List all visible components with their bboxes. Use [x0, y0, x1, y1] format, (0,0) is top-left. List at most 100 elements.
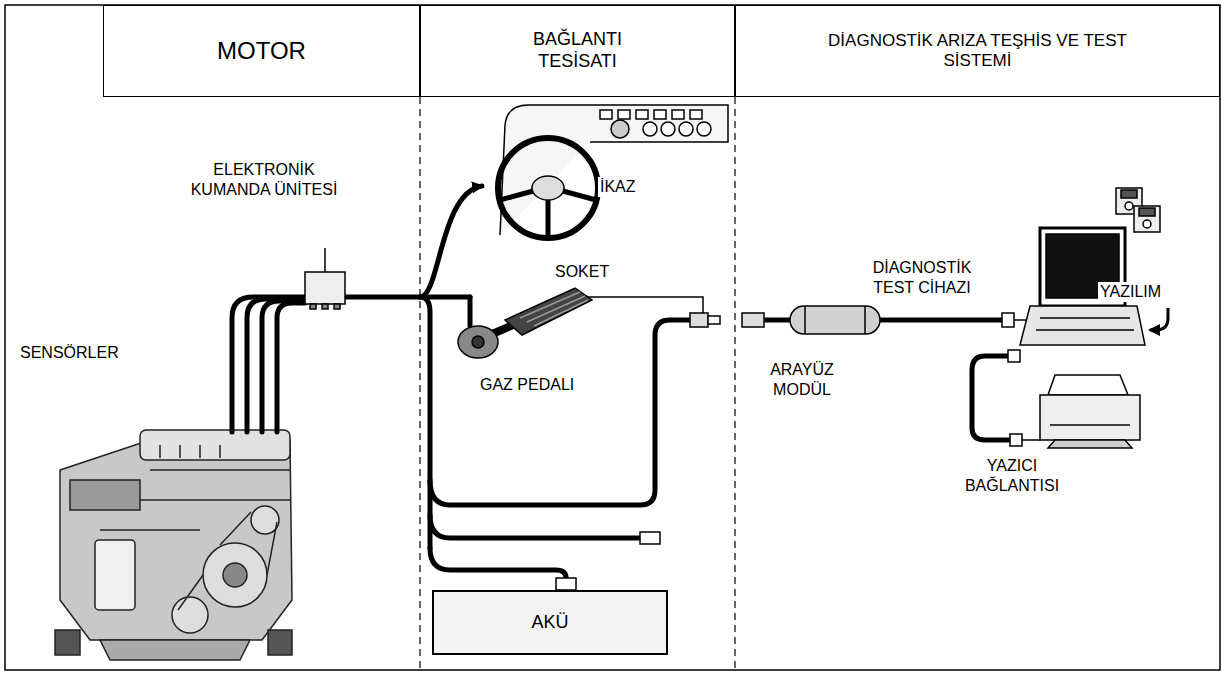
- engine-illustration-part: [60, 440, 292, 640]
- header-cell: BAĞLANTI TESİSATI: [420, 5, 735, 97]
- engine-illustration-part: [203, 543, 267, 607]
- software-disk-illustration: [1116, 188, 1160, 232]
- socket-illustration-part: [708, 316, 720, 324]
- interface-module-illustration-part: [742, 313, 764, 327]
- software-disk-illustration-part: [1125, 202, 1133, 210]
- wiring-harness-part: [277, 303, 305, 432]
- battery-terminal: [556, 578, 576, 590]
- interface-module-illustration-part: [864, 306, 866, 334]
- wiring-harness-part: [232, 297, 305, 432]
- battery-box: AKÜ: [432, 590, 668, 655]
- part-label: YAZICI BAĞLANTISI: [943, 456, 1082, 496]
- gas-pedal-illustration-part: [520, 292, 588, 326]
- dashboard-illustration-part: [672, 110, 684, 119]
- engine-illustration-part: [223, 563, 247, 587]
- wiring-harness-part: [420, 297, 430, 548]
- gas-pedal-illustration-part: [505, 288, 592, 335]
- printer-illustration-part: [1022, 439, 1040, 441]
- ecu-illustration: [305, 248, 345, 309]
- header-cell: MOTOR: [103, 5, 420, 97]
- dashboard-illustration-part: [563, 191, 596, 200]
- pedal-signal-wire: [588, 297, 703, 313]
- part-label: ELEKTRONİK KUMANDA ÜNİTESİ: [173, 160, 355, 200]
- laptop-illustration-part: [1036, 329, 1134, 331]
- dashboard-illustration-part: [498, 138, 598, 238]
- dashboard-illustration-part: [500, 105, 728, 235]
- software-arrow: [1150, 308, 1168, 330]
- printer-illustration-part: [1040, 395, 1140, 440]
- wiring-harness-part: [430, 515, 640, 538]
- section-divider-part: [419, 97, 420, 669]
- header-cell: DİAGNOSTİK ARIZA TEŞHİS VE TEST SİSTEMİ: [735, 5, 1220, 97]
- gas-pedal-illustration: [458, 288, 592, 358]
- dashboard-illustration: [498, 105, 728, 238]
- dashboard-illustration-part: [618, 110, 630, 119]
- engine-illustration-part: [172, 597, 208, 633]
- interface-module-illustration-part: [1002, 313, 1014, 327]
- engine-illustration-part: [150, 469, 290, 471]
- part-label: SENSÖRLER: [18, 343, 121, 363]
- section-heading: DİAGNOSTİK ARIZA TEŞHİS VE TEST SİSTEMİ: [808, 31, 1148, 72]
- wiring-harness-part: [430, 320, 690, 505]
- engine-illustration-part: [178, 512, 277, 610]
- printer-illustration-part: [1010, 434, 1022, 446]
- interface-module-illustration: [742, 306, 1014, 334]
- battery-label: AKÜ: [531, 612, 568, 634]
- interface-module-illustration-part: [804, 306, 806, 334]
- part-label: YAZILIM: [1098, 282, 1163, 302]
- part-label: GAZ PEDALI: [478, 375, 576, 395]
- dashboard-illustration-part: [679, 122, 693, 136]
- printer-illustration: [972, 356, 1140, 448]
- ecu-illustration-part: [334, 304, 340, 309]
- engine-illustration-part: [268, 630, 292, 655]
- gas-pedal-illustration-part: [472, 336, 484, 348]
- wiring-harness-part: [420, 186, 482, 297]
- dashboard-illustration-part: [636, 110, 648, 119]
- ecu-illustration-part: [322, 304, 328, 309]
- wiring-harness: [232, 186, 690, 578]
- printer-illustration-part: [1050, 424, 1130, 426]
- dashboard-illustration-part: [546, 200, 551, 236]
- section-heading: BAĞLANTI TESİSATI: [513, 29, 643, 72]
- dashboard-illustration-part: [661, 122, 675, 136]
- part-label: İKAZ: [598, 177, 638, 197]
- wiring-harness-part: [262, 301, 305, 432]
- socket-illustration: [690, 313, 720, 327]
- printer-illustration-part: [1048, 375, 1128, 395]
- ecu-illustration-part: [324, 248, 326, 272]
- wiring-harness-part: [430, 548, 566, 578]
- dashboard-illustration-part: [697, 122, 711, 136]
- section-heading: MOTOR: [217, 37, 306, 66]
- engine-illustration-part: [95, 540, 135, 610]
- wiring-harness-part: [468, 297, 473, 326]
- software-disk-illustration-part: [1143, 220, 1151, 228]
- interface-module-illustration-part: [880, 318, 1002, 323]
- dashboard-illustration-part: [690, 110, 702, 119]
- wiring-harness-part: [345, 295, 470, 300]
- laptop-illustration-part: [1040, 317, 1130, 319]
- software-disk-illustration-part: [1121, 190, 1137, 198]
- engine-illustration-part: [120, 499, 290, 501]
- section-divider: [420, 97, 735, 669]
- wiring-harness-part: [247, 299, 305, 432]
- dashboard-illustration-part: [643, 122, 657, 136]
- engine-illustration-part: [100, 640, 250, 660]
- interface-module-illustration-part: [790, 306, 880, 334]
- dashboard-illustration-part: [532, 176, 564, 200]
- engine-illustration: [55, 430, 292, 660]
- engine-illustration-part: [70, 480, 140, 510]
- software-disk-illustration-part: [1134, 206, 1160, 232]
- engine-illustration-part: [100, 529, 200, 531]
- section-divider-part: [734, 97, 735, 669]
- printer-illustration-part: [972, 356, 1010, 440]
- software-disk-illustration-part: [1139, 208, 1155, 216]
- interface-module-illustration-part: [764, 318, 790, 323]
- dashboard-illustration-part: [654, 110, 666, 119]
- dashboard-illustration-part: [600, 110, 612, 119]
- laptop-illustration-part: [1008, 350, 1020, 362]
- cable-end: [640, 532, 660, 544]
- engine-illustration-part: [55, 630, 80, 655]
- laptop-illustration-part: [1020, 306, 1145, 345]
- dashboard-illustration-part: [500, 191, 533, 200]
